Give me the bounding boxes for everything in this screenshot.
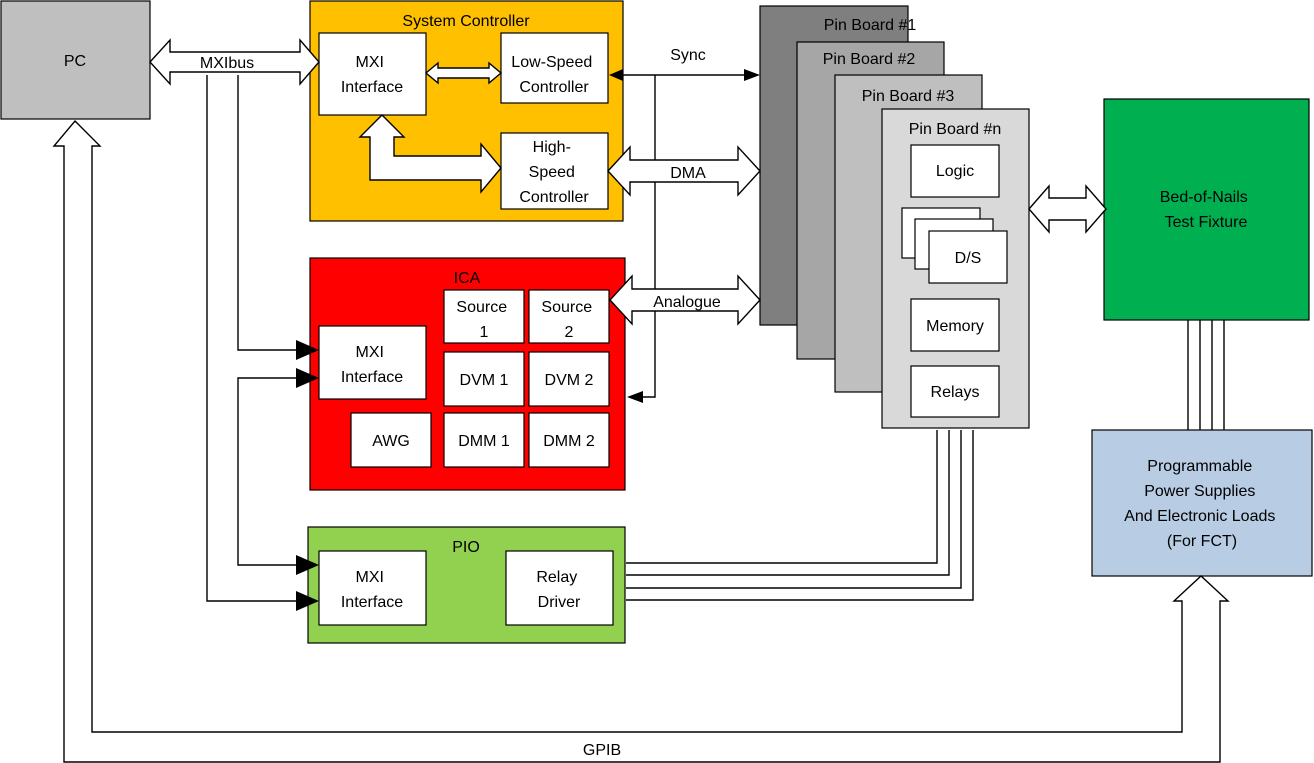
pio-mxi-interface-label: MXI Interface — [341, 569, 403, 611]
ica-mxi-interface-label: MXI Interface — [341, 344, 403, 386]
relays-box — [910, 365, 1000, 418]
mxibus-arrow — [149, 38, 320, 86]
block-arrows — [52, 38, 1230, 763]
dma-label: DMA — [670, 165, 706, 182]
memory-box — [910, 298, 1000, 352]
dvm-1-label: DVM 1 — [460, 372, 509, 389]
system-controller-block: System Controller MXI Interface Low-Spee… — [309, 0, 624, 222]
pio-block: PIO MXI Interface Relay Driver — [307, 526, 626, 644]
fixture-label: Bed-of-Nails Test Fixture — [1160, 189, 1252, 231]
mxibus-bus-to-pio — [206, 75, 300, 602]
dma-arrow — [607, 145, 761, 197]
low-speed-controller-label: Low-Speed Controller — [511, 54, 596, 96]
source-1-box — [443, 289, 525, 344]
ica-title: ICA — [454, 270, 481, 287]
awg-label: AWG — [372, 433, 410, 450]
dmm-1-box — [443, 412, 525, 468]
gpib-label: GPIB — [583, 742, 621, 759]
source-1-label: Source 1 — [456, 299, 511, 341]
high-speed-controller-label: High- Speed Controller — [519, 139, 589, 206]
logic-box — [910, 144, 1000, 198]
mxibus-label: MXIbus — [200, 55, 254, 72]
sc-mxi-interface-label: MXI Interface — [341, 54, 403, 96]
sync-analogue-vertical — [641, 75, 656, 398]
pc-block: PC — [0, 0, 151, 120]
dvm-2-label: DVM 2 — [545, 372, 594, 389]
power-label: Programmable Power Supplies And Electron… — [1124, 458, 1280, 550]
analogue-arrow — [609, 274, 761, 326]
analogue-return-arrowhead — [627, 391, 643, 403]
pc-label: PC — [64, 53, 86, 70]
wires — [206, 74, 1225, 602]
pinboard-fixture-arrow — [1028, 184, 1107, 234]
ica-mxi-arrowhead-lower — [296, 368, 319, 388]
pio-wire-3 — [626, 430, 962, 589]
pin-boards: Pin Board #1 Pin Board #2 Pin Board #3 P… — [759, 5, 1030, 429]
source-2-label: Source 2 — [541, 299, 596, 341]
sc-mxi-interface-box — [318, 32, 427, 116]
sync-label: Sync — [670, 47, 706, 64]
awg-box — [350, 412, 432, 468]
relay-driver-label: Relay Driver — [536, 569, 581, 611]
memory-label: Memory — [926, 318, 984, 335]
pin-board-1-label: Pin Board #1 — [824, 17, 917, 34]
dmm-2-box — [528, 412, 610, 468]
ica-mxi-arrowhead-upper — [296, 340, 319, 360]
power-block: Programmable Power Supplies And Electron… — [1091, 429, 1313, 577]
pin-board-3-label: Pin Board #3 — [862, 88, 955, 105]
dvm-1-box — [443, 351, 525, 407]
low-speed-controller-box — [500, 32, 609, 104]
dmm-2-label: DMM 2 — [543, 433, 595, 450]
fixture-block: Bed-of-Nails Test Fixture — [1103, 98, 1310, 321]
line-arrowheads — [296, 69, 760, 611]
analogue-label: Analogue — [653, 294, 721, 311]
pin-board-n-label: Pin Board #n — [909, 121, 1002, 138]
pio-mxi-interface-box — [318, 550, 427, 626]
pio-wire-2 — [626, 430, 950, 576]
pio-wire-4 — [626, 430, 974, 601]
sc-internal-arrow — [424, 61, 503, 85]
ica-to-pio-link — [237, 377, 300, 566]
gpib-arrow — [52, 119, 1230, 763]
dvm-2-box — [528, 351, 610, 407]
connection-labels: MXIbus Sync DMA Analogue GPIB — [200, 47, 721, 759]
ica-mxi-interface-box — [318, 325, 427, 400]
sync-arrowhead-left — [609, 69, 623, 81]
relay-driver-box — [505, 550, 614, 626]
fixture-box — [1103, 98, 1310, 321]
source-2-box — [528, 289, 610, 344]
relays-label: Relays — [931, 384, 980, 401]
system-controller-title: System Controller — [402, 13, 530, 30]
pin-board-2-label: Pin Board #2 — [823, 51, 916, 68]
dmm-1-label: DMM 1 — [458, 433, 510, 450]
sc-mxi-to-high-speed-arrow — [358, 114, 502, 194]
ds-label: D/S — [955, 250, 982, 267]
pio-wire-1 — [626, 430, 938, 564]
high-speed-controller-box — [500, 132, 609, 210]
mxibus-bus-to-ica — [237, 75, 300, 351]
ica-block: ICA MXI Interface Source 1 Source 2 DVM … — [309, 257, 626, 491]
pc-box — [0, 0, 151, 120]
logic-label: Logic — [936, 163, 974, 180]
ds-box-front — [928, 230, 1008, 284]
pio-mxi-arrowhead-upper — [296, 555, 319, 575]
sync-arrowhead-right — [744, 69, 760, 81]
pio-title: PIO — [452, 539, 480, 556]
power-box — [1091, 429, 1313, 577]
pio-mxi-arrowhead-lower — [296, 591, 319, 611]
